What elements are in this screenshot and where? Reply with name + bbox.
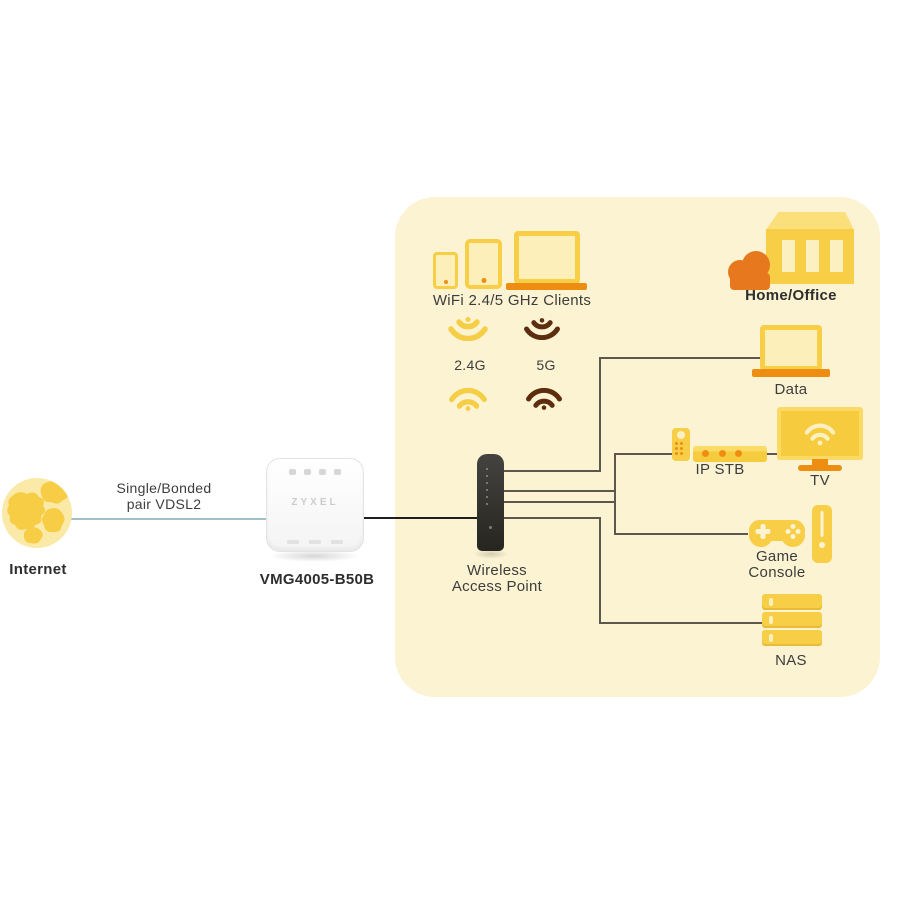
ap-power-led (489, 526, 492, 529)
nas-bay (762, 594, 822, 610)
game-console-label-line2: Console (748, 564, 806, 581)
client-laptop-screen-icon (514, 231, 580, 284)
remote-top-button (677, 431, 685, 439)
ap-label-line1: Wireless (467, 562, 527, 579)
wifi-5g-down-icon (524, 318, 560, 340)
game-line (615, 533, 748, 535)
modem-ports (267, 540, 363, 544)
ip-stb-label: IP STB (695, 461, 745, 478)
stb-line (615, 453, 673, 455)
home-office-label: Home/Office (745, 287, 837, 304)
wifi-clients-label: WiFi 2.4/5 GHz Clients (432, 292, 592, 309)
tablet-icon (465, 239, 502, 289)
modem-status-icons (267, 469, 363, 475)
tv-label: TV (810, 472, 830, 489)
data-label: Data (774, 381, 808, 398)
internet-label: Internet (9, 561, 67, 578)
phone-home-button (443, 280, 448, 284)
ap-label-line2: Access Point (451, 578, 543, 595)
modem-shadow (268, 550, 360, 562)
vdsl-link-line (70, 518, 267, 520)
remote-keypad (675, 442, 687, 455)
band-24g-label: 2.4G (454, 357, 486, 373)
wifi-24g-down-icon (448, 317, 488, 341)
set-top-box-icon (693, 446, 767, 462)
ap-led-column (486, 468, 488, 505)
internet-globe-icon (2, 478, 72, 548)
trunk-line-stb-game (614, 453, 616, 535)
access-point-device (477, 454, 504, 551)
modem-model-label: VMG4005-B50B (259, 571, 375, 588)
building-roof (766, 212, 854, 230)
data-laptop-base-icon (752, 369, 830, 377)
wifi-5g-up-icon (526, 388, 562, 410)
ap-branch-line-game (503, 501, 615, 503)
data-laptop-screen-icon (760, 325, 822, 371)
tv-icon (777, 407, 863, 460)
building-body (766, 229, 854, 284)
nas-label: NAS (775, 652, 807, 669)
gamepad-icon (749, 520, 805, 547)
remote-control-icon (672, 428, 690, 461)
wifi-24g-up-icon (449, 388, 487, 411)
stb-tv-line (766, 453, 778, 455)
ap-branch-line-nas (503, 517, 600, 519)
modem-device: ZYXEL (266, 458, 364, 552)
vdsl-label-line2: pair VDSL2 (126, 496, 202, 512)
tv-stand-neck (812, 459, 828, 466)
tablet-home-button (481, 278, 486, 283)
nas-bay (762, 612, 822, 628)
band-5g-label: 5G (536, 357, 556, 373)
building-icon (766, 212, 854, 284)
game-console-label-line1: Game (755, 548, 799, 565)
client-laptop-base-icon (506, 283, 587, 290)
trunk-line-data (599, 357, 601, 472)
nas-bay (762, 630, 822, 646)
nas-line (600, 622, 762, 624)
console-tower-icon (812, 505, 832, 563)
nas-icon (762, 594, 822, 648)
smartphone-icon (433, 252, 458, 289)
tv-wifi-icon (804, 423, 836, 446)
tv-stand-base (798, 465, 842, 471)
modem-ap-line (362, 517, 477, 519)
ap-branch-line-stb (503, 490, 615, 492)
modem-brand-label: ZYXEL (291, 497, 339, 508)
ap-shadow (473, 549, 509, 559)
vdsl-label-line1: Single/Bonded (116, 480, 212, 496)
ap-branch-line-data (503, 470, 600, 472)
data-line (600, 357, 761, 359)
cloud-icon (728, 251, 770, 290)
trunk-line-nas (599, 517, 601, 624)
